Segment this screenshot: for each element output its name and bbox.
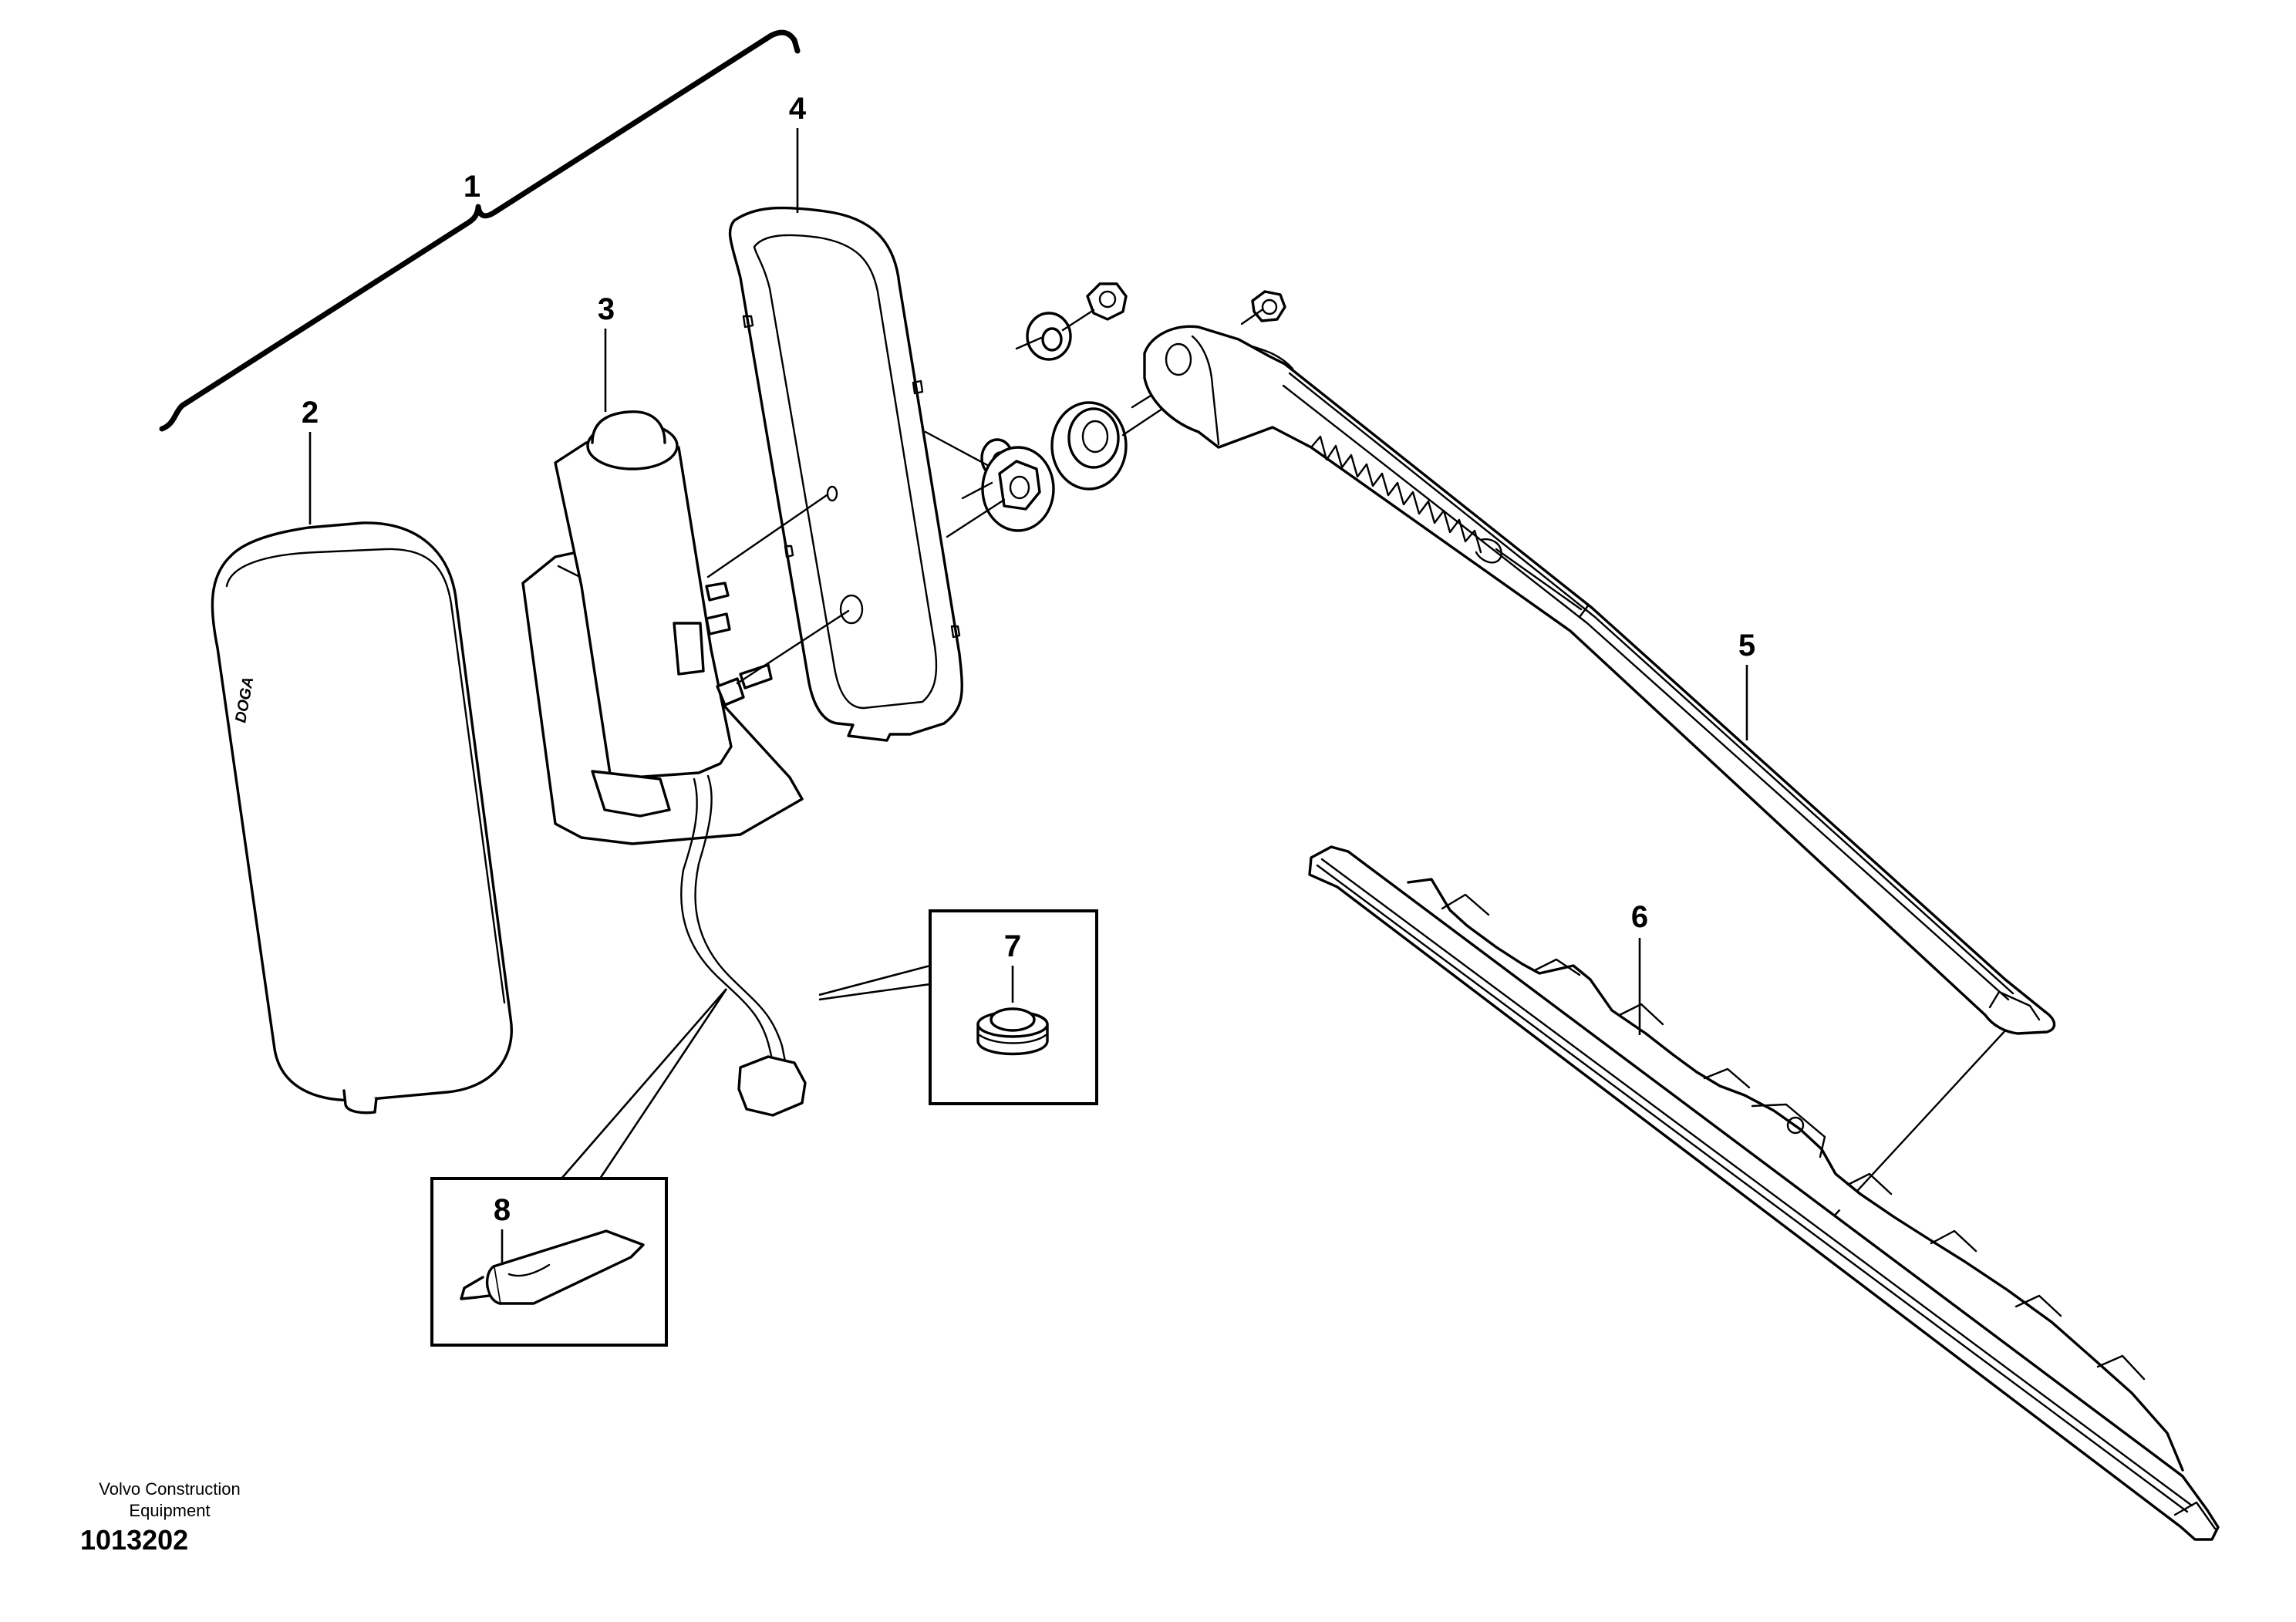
mounting-hardware: [980, 282, 1286, 532]
callout-3: 3: [598, 292, 615, 326]
callout-2: 2: [302, 396, 319, 430]
wiper-motor: [521, 410, 804, 845]
assembly-lines: [706, 309, 2008, 1231]
callout-1: 1: [464, 170, 480, 204]
inset-sealant: [430, 988, 728, 1347]
arm-spring: [1310, 435, 1482, 554]
callout-4: 4: [789, 92, 807, 126]
inset-grommet: [818, 909, 1098, 1105]
wiper-blade: [1308, 845, 2220, 1541]
wiper-arm: [1143, 325, 2056, 1035]
motor-cover: DOGA: [211, 521, 513, 1114]
drawing-number: 1013202: [80, 1524, 189, 1556]
inset-box-7: [929, 909, 1098, 1105]
footer-company-line2: Equipment: [129, 1501, 211, 1520]
callout-5: 5: [1738, 629, 1755, 663]
footer-company-line1: Volvo Construction: [99, 1479, 241, 1499]
mounting-plate: [728, 206, 963, 742]
callout-6: 6: [1631, 900, 1648, 934]
motor-cable: [694, 774, 788, 1071]
motor-cable-inner: [680, 777, 776, 1071]
cable-connector: [737, 1055, 807, 1117]
kit-bracket: [159, 29, 801, 432]
callout-8: 8: [494, 1193, 511, 1227]
callout-7: 7: [1004, 929, 1021, 963]
